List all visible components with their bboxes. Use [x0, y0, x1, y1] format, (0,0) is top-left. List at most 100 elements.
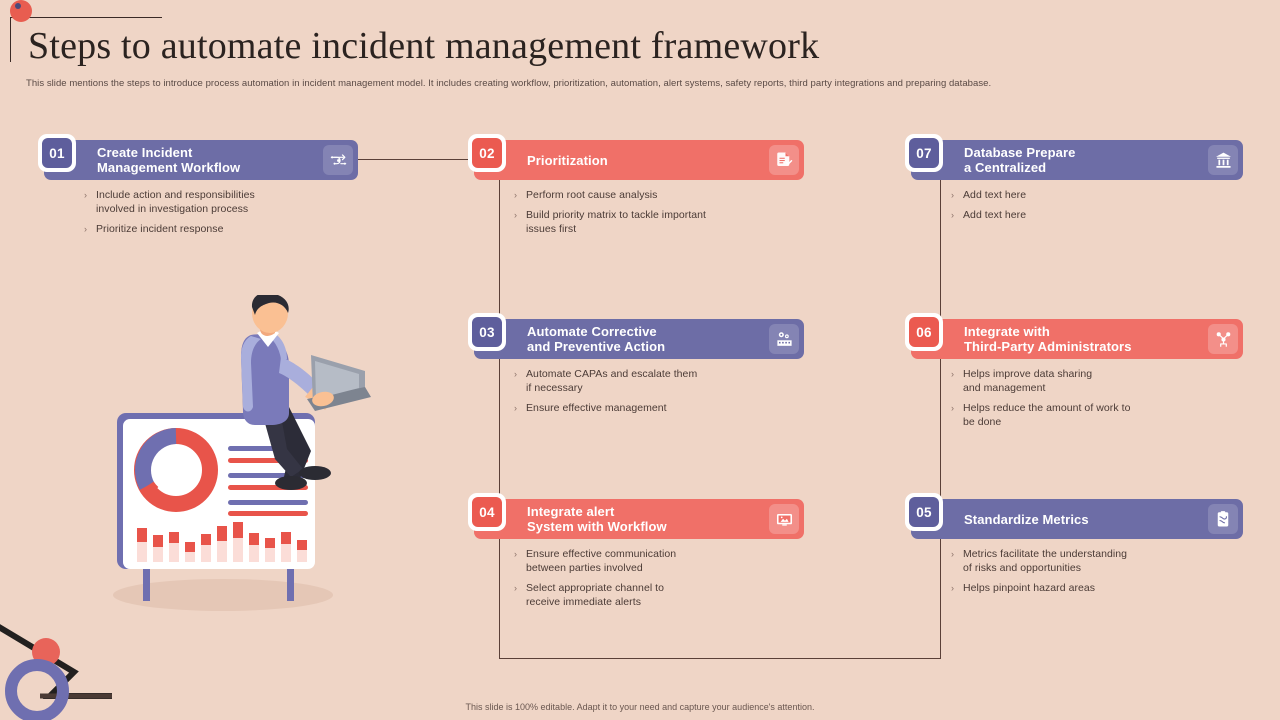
step-card-02-badge: 02	[472, 138, 502, 168]
bullet-marker-icon: ›	[84, 224, 87, 234]
step-card-07-badge: 07	[909, 138, 939, 168]
list-item: › Prioritize incident response	[84, 222, 358, 236]
monitor-alert-icon	[769, 504, 799, 534]
workflow-nodes-icon	[323, 145, 353, 175]
bullet-text: Helps improve data sharing and managemen…	[963, 368, 1093, 394]
step-card-02-bullets: › Perform root cause analysis › Build pr…	[474, 188, 804, 236]
list-item: › Build priority matrix to tackle import…	[514, 208, 804, 236]
decor-bottom-left-group	[0, 610, 140, 720]
illustration-person-with-laptop	[75, 292, 375, 625]
step-card-06[interactable]: 06 Integrate with Third-Party Administra…	[905, 313, 1243, 435]
step-card-03-badge: 03	[472, 317, 502, 347]
step-card-06-title: Integrate with Third-Party Administrator…	[964, 324, 1132, 354]
bullet-text: Select appropriate channel to receive im…	[526, 582, 665, 608]
decor-red-circle-icon	[10, 0, 32, 22]
step-card-03-bullets: › Automate CAPAs and escalate them if ne…	[474, 367, 804, 415]
step-card-05-badge-frame: 05	[905, 493, 943, 531]
bullet-marker-icon: ›	[951, 210, 954, 220]
step-card-03-header: 03 Automate Corrective and Preventive Ac…	[468, 313, 804, 359]
list-item: › Add text here	[951, 208, 1243, 222]
step-card-05-badge: 05	[909, 497, 939, 527]
list-item: › Helps pinpoint hazard areas	[951, 581, 1243, 595]
step-card-03-badge-frame: 03	[468, 313, 506, 351]
step-card-03-title: Automate Corrective and Preventive Actio…	[527, 324, 666, 354]
step-card-03[interactable]: 03 Automate Corrective and Preventive Ac…	[468, 313, 804, 421]
list-item: › Add text here	[951, 188, 1243, 202]
bullet-marker-icon: ›	[951, 583, 954, 593]
step-card-05-header: 05 Standardize Metrics	[905, 493, 1243, 539]
bullet-text: Ensure effective communication between p…	[526, 548, 677, 574]
bullet-marker-icon: ›	[84, 190, 87, 200]
step-card-01-badge-frame: 01	[38, 134, 76, 172]
step-card-04-badge: 04	[472, 497, 502, 527]
connector-center-vertical	[499, 170, 500, 659]
bullet-marker-icon: ›	[951, 549, 954, 559]
step-card-01-title: Create Incident Management Workflow	[97, 145, 241, 175]
connector-01-to-02	[358, 159, 468, 160]
step-card-04-badge-frame: 04	[468, 493, 506, 531]
bullet-text: Add text here	[963, 189, 1027, 201]
list-item: › Select appropriate channel to receive …	[514, 581, 804, 609]
step-card-06-header: 06 Integrate with Third-Party Administra…	[905, 313, 1243, 359]
connector-bottom-horizontal	[499, 658, 941, 659]
step-card-01-header: 01 Create Incident Management Workflow	[38, 134, 358, 180]
bullet-text: Add text here	[963, 209, 1027, 221]
bullet-marker-icon: ›	[514, 369, 517, 379]
step-card-07-title: Database Prepare a Centralized	[964, 145, 1076, 175]
step-card-02-header: 02 Prioritization	[468, 134, 804, 180]
page-title: Steps to automate incident management fr…	[28, 25, 820, 67]
list-item: › Metrics facilitate the understanding o…	[951, 547, 1243, 575]
step-card-07-bullets: › Add text here › Add text here	[911, 188, 1243, 222]
step-card-04-bullets: › Ensure effective communication between…	[474, 547, 804, 609]
list-item: › Ensure effective communication between…	[514, 547, 804, 575]
list-item: › Helps improve data sharing and managem…	[951, 367, 1243, 395]
bullet-marker-icon: ›	[514, 210, 517, 220]
step-card-01[interactable]: 01 Create Incident Management Workflow ›	[38, 134, 358, 242]
list-item: › Ensure effective management	[514, 401, 804, 415]
bullet-text: Build priority matrix to tackle importan…	[526, 209, 707, 235]
list-item: › Include action and responsibilities in…	[84, 188, 358, 216]
decor-top-vertical-line	[10, 17, 11, 62]
list-item: › Automate CAPAs and escalate them if ne…	[514, 367, 804, 395]
page-subtitle: This slide mentions the steps to introdu…	[26, 78, 992, 89]
step-card-07-header: 07 Database Prepare a Centralized	[905, 134, 1243, 180]
step-card-04-header: 04 Integrate alert System with Workflow	[468, 493, 804, 539]
step-card-05-bullets: › Metrics facilitate the understanding o…	[911, 547, 1243, 595]
bullet-marker-icon: ›	[514, 549, 517, 559]
clipboard-metrics-icon	[1208, 504, 1238, 534]
step-card-04[interactable]: 04 Integrate alert System with Workflow …	[468, 493, 804, 615]
step-card-06-badge: 06	[909, 317, 939, 347]
bullet-text: Prioritize incident response	[96, 223, 224, 235]
bullet-text: Include action and responsibilities invo…	[96, 189, 255, 215]
step-card-05-title: Standardize Metrics	[964, 511, 1089, 527]
step-card-06-badge-frame: 06	[905, 313, 943, 351]
bullet-marker-icon: ›	[951, 190, 954, 200]
step-card-06-bullets: › Helps improve data sharing and managem…	[911, 367, 1243, 429]
document-checklist-icon	[769, 145, 799, 175]
bank-building-icon	[1208, 145, 1238, 175]
decor-top-horizontal-line	[10, 17, 162, 18]
bullet-marker-icon: ›	[951, 369, 954, 379]
step-card-01-badge: 01	[42, 138, 72, 168]
bullet-text: Automate CAPAs and escalate them if nece…	[526, 368, 698, 394]
connector-right-vertical	[940, 170, 941, 659]
list-item: › Helps reduce the amount of work to be …	[951, 401, 1243, 429]
network-share-icon	[1208, 324, 1238, 354]
decor-blue-dot-icon	[15, 3, 21, 9]
bullet-text: Perform root cause analysis	[526, 189, 658, 201]
step-card-04-title: Integrate alert System with Workflow	[527, 504, 667, 534]
footer-note: This slide is 100% editable. Adapt it to…	[465, 702, 815, 712]
bullet-marker-icon: ›	[951, 403, 954, 413]
step-card-02[interactable]: 02 Prioritization › Perform root cause a…	[468, 134, 804, 242]
step-card-07[interactable]: 07 Database Prepare a Centralized › Add …	[905, 134, 1243, 228]
bullet-marker-icon: ›	[514, 190, 517, 200]
step-card-07-badge-frame: 07	[905, 134, 943, 172]
step-card-01-bullets: › Include action and responsibilities in…	[44, 188, 358, 236]
factory-gear-icon	[769, 324, 799, 354]
step-card-02-title: Prioritization	[527, 152, 608, 168]
list-item: › Perform root cause analysis	[514, 188, 804, 202]
bullet-marker-icon: ›	[514, 583, 517, 593]
step-card-05[interactable]: 05 Standardize Metrics › Metrics facilit…	[905, 493, 1243, 601]
step-card-02-badge-frame: 02	[468, 134, 506, 172]
